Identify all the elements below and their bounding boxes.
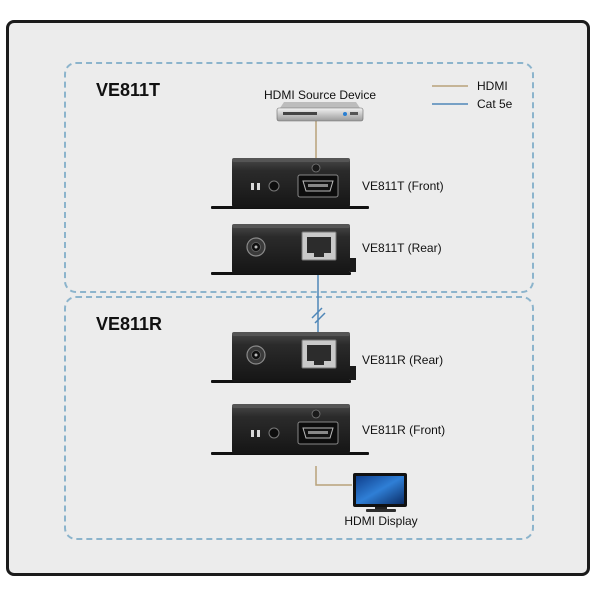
ve811t-rear-unit	[211, 224, 356, 275]
ve811t-front-unit	[211, 158, 369, 209]
ve811r-rear-unit	[211, 332, 356, 383]
receiver-title: VE811R	[96, 314, 163, 334]
hdmi-source-device-icon	[276, 102, 364, 122]
legend-hdmi-label: HDMI	[477, 79, 508, 93]
led-indicator-icon	[251, 430, 254, 437]
cable-break-icon	[311, 307, 326, 324]
tx-front-label: VE811T (Front)	[362, 179, 444, 193]
rx-rear-label: VE811R (Rear)	[362, 353, 443, 367]
source-device-label: HDMI Source Device	[264, 88, 376, 102]
audio-jack-icon	[268, 427, 280, 439]
tx-rear-label: VE811T (Rear)	[362, 241, 442, 255]
receiver-zone	[64, 296, 534, 540]
display-label: HDMI Display	[344, 514, 417, 528]
legend-cat5e-label: Cat 5e	[477, 97, 513, 111]
audio-jack-icon	[268, 180, 280, 192]
hdmi-cable-rx-to-display	[315, 466, 352, 486]
ve811r-front-unit	[211, 404, 369, 455]
rx-front-label: VE811R (Front)	[362, 423, 445, 437]
legend: HDMI Cat 5e	[432, 79, 513, 111]
hdmi-display-icon	[353, 473, 407, 512]
transmitter-zone	[64, 62, 534, 293]
led-indicator-icon	[251, 183, 254, 190]
transmitter-title: VE811T	[96, 80, 161, 100]
